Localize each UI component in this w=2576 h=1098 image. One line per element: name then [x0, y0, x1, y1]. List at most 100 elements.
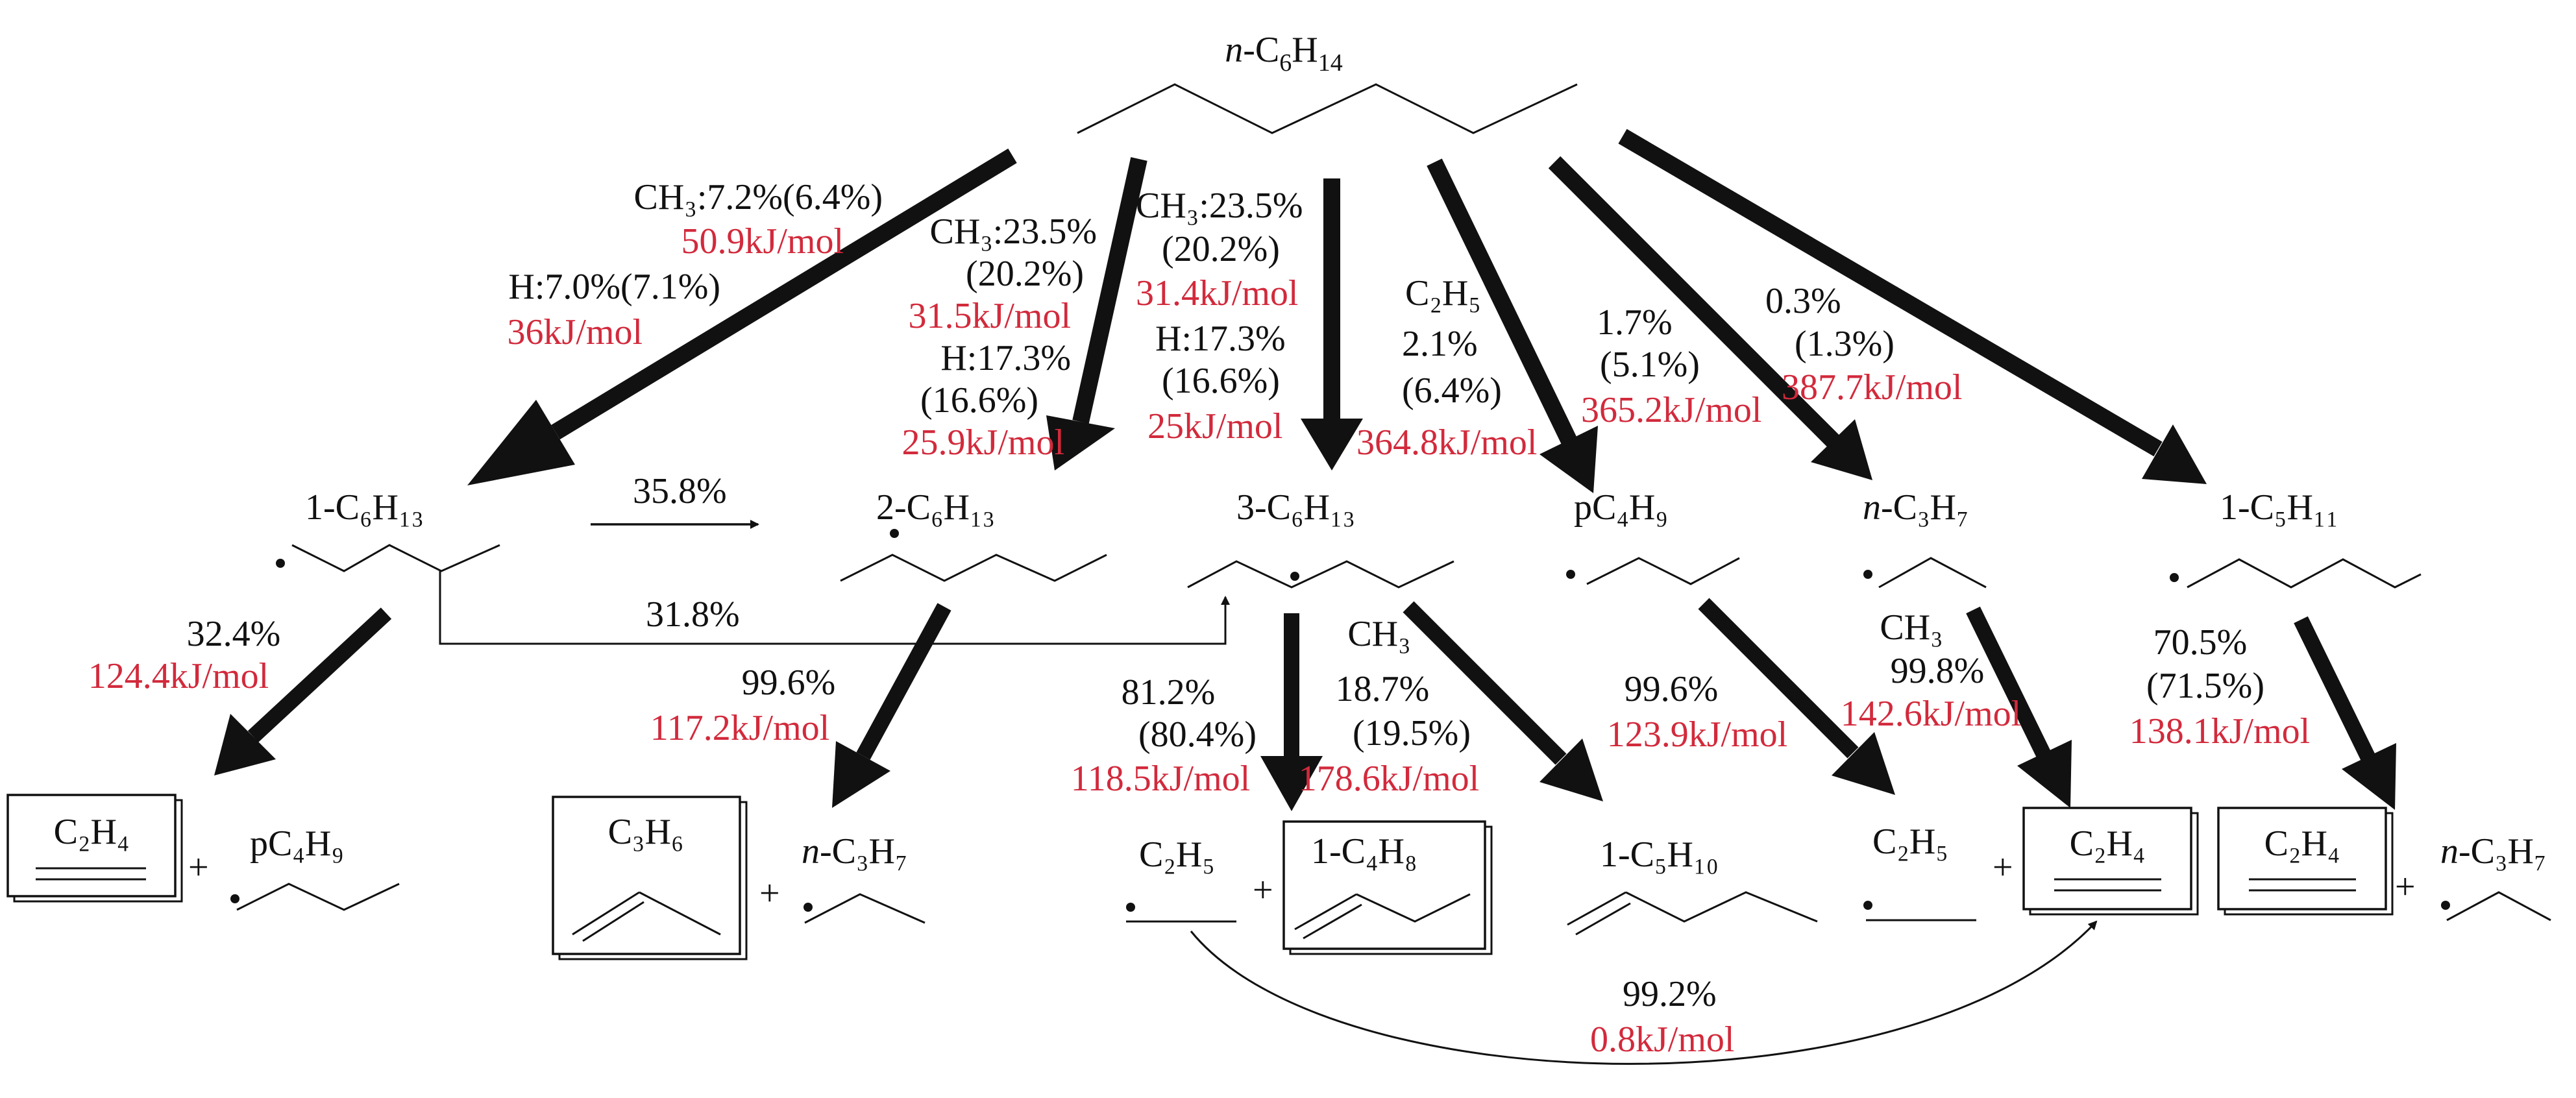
plus-sign: + [188, 848, 209, 888]
radical-3-hexyl: 3-C₆H₁₃ [1187, 487, 1454, 589]
radical-2-hexyl-label: 2-C₆H₁₃ [876, 487, 995, 528]
arrow-to-pentyl [1618, 128, 2163, 457]
radical-1-hexyl-label: 1-C₆H₁₃ [305, 487, 424, 528]
p1-h-percent: H:7.0%(7.1%) [508, 267, 720, 307]
p3-ch3-alt: (20.2%) [1162, 229, 1280, 269]
product-ethylene-b: C₂H₄ [2022, 807, 2199, 916]
arrowhead-2-hexyl [1046, 415, 1115, 470]
r3-labels: 81.2% (80.4%) 118.5kJ/mol [1071, 672, 1257, 799]
p4-alt: (6.4%) [1402, 371, 1502, 411]
r6-labels: CH₃ 99.8% 142.6kJ/mol [1841, 607, 2021, 734]
plus-sign: + [759, 873, 780, 914]
ethyl-b-label: C₂H₅ [1872, 822, 1948, 862]
r3-alt: (80.4%) [1138, 714, 1257, 755]
plus-sign: + [2395, 867, 2416, 907]
product-ethyl-b: C₂H₅ [1863, 822, 1976, 921]
p5-energy: 365.2kJ/mol [1581, 390, 1761, 430]
radical-pentyl-label: 1-C₅H₁₁ [2220, 487, 2338, 528]
r4-alt: (19.5%) [1353, 713, 1471, 753]
p6-energy: 387.7kJ/mol [1782, 367, 1962, 408]
p5-labels: 1.7% (5.1%) 365.2kJ/mol [1581, 302, 1761, 430]
p4-radical: C₂H₅ [1405, 273, 1481, 313]
p4-energy: 364.8kJ/mol [1356, 422, 1537, 463]
r5-labels: 99.6% 123.9kJ/mol [1607, 669, 1787, 755]
reactant-label: n-C6H14 [1225, 30, 1342, 77]
arrow-to-butyl [1427, 158, 1577, 445]
p5-percent: 1.7% [1597, 302, 1673, 343]
r4-labels: CH₃ 18.7% (19.5%) 178.6kJ/mol [1299, 614, 1479, 799]
arrow-to-1-hexyl [551, 148, 1017, 440]
radical-pentyl: 1-C₅H₁₁ [2170, 487, 2422, 589]
r4-percent: 18.7% [1336, 669, 1430, 709]
p2-ch3-alt: (20.2%) [966, 254, 1084, 294]
radical-3-hexyl-label: 3-C₆H₁₃ [1236, 487, 1355, 528]
r4-radical: CH₃ [1347, 614, 1410, 654]
arrow-to-propyl [1548, 156, 1840, 448]
product-ethyl-a: C₂H₅ [1126, 835, 1236, 923]
r7-percent: 70.5% [2153, 622, 2248, 663]
arrowhead-propyl [1811, 419, 1872, 480]
p3-h-alt: (16.6%) [1162, 361, 1280, 401]
p2-h-percent: H:17.3% [940, 338, 1071, 378]
product-ethylene-c: C₂H₄ [2217, 807, 2394, 916]
curve-percent: 99.2% [1623, 974, 1717, 1014]
r6-energy: 142.6kJ/mol [1841, 694, 2021, 734]
p2-h-energy: 25.9kJ/mol [902, 422, 1064, 463]
product-propyl-a: n-C₃H₇ [802, 831, 926, 924]
p2-h-alt: (16.6%) [920, 380, 1038, 421]
pentene-label: 1-C₅H₁₀ [1600, 835, 1719, 875]
product-propyl-b: n-C₃H₇ [2440, 831, 2551, 921]
propene-label: C₃H₆ [608, 812, 684, 852]
r5-percent: 99.6% [1625, 669, 1719, 709]
curve-energy: 0.8kJ/mol [1590, 1019, 1734, 1060]
secondary-arrows [214, 598, 2396, 811]
r5-energy: 123.9kJ/mol [1607, 714, 1787, 755]
p1-ch3-energy: 50.9kJ/mol [681, 221, 844, 262]
r7-alt: (71.5%) [2146, 666, 2264, 706]
radical-butyl: pC₄H₉ [1566, 487, 1740, 585]
r3-percent: 81.2% [1122, 672, 1216, 713]
iso-1-3-percent: 31.8% [646, 594, 740, 635]
r2-labels: 99.6% 117.2kJ/mol [650, 663, 836, 748]
propyl-a-label: n-C₃H₇ [802, 831, 908, 872]
p6-percent: 0.3% [1765, 281, 1841, 321]
plus-sign: + [1993, 848, 2013, 888]
p5-alt: (5.1%) [1600, 345, 1700, 385]
ethylene-b-label: C₂H₄ [2070, 824, 2146, 864]
arrowhead-1-hexyl [467, 400, 575, 485]
radical-propyl-label: n-C₃H₇ [1863, 487, 1969, 528]
r2-energy: 117.2kJ/mol [650, 708, 829, 748]
p3-h-percent: H:17.3% [1155, 319, 1286, 359]
isomerisation: 35.8% 31.8% [439, 471, 1230, 645]
p1-labels: CH₃:7.2%(6.4%) 50.9kJ/mol H:7.0%(7.1%) 3… [508, 177, 883, 352]
p2-ch3-percent: CH₃:23.5% [929, 212, 1097, 252]
product-butene: 1-C₄H₈ [1282, 820, 1493, 955]
r6-percent: 99.8% [1891, 651, 1985, 691]
arrowhead-3-hexyl [1301, 419, 1363, 470]
p1-h-energy: 36kJ/mol [508, 312, 643, 352]
ethyl-to-ethylene-curve: 99.2% 0.8kJ/mol [1190, 920, 2098, 1065]
p3-h-energy: 25kJ/mol [1147, 406, 1282, 446]
reactant-skeleton [1077, 83, 1578, 134]
propyl-b-label: n-C₃H₇ [2440, 831, 2547, 872]
ethylene-a-label: C₂H₄ [54, 812, 130, 852]
arrowhead-pentyl [2142, 424, 2207, 484]
butyl-a-label: pC₄H₉ [250, 824, 344, 864]
radical-propyl: n-C₃H₇ [1863, 487, 1987, 589]
r1-energy: 124.4kJ/mol [88, 656, 269, 696]
arrow-to-2-hexyl [1072, 157, 1147, 424]
r3-energy: 118.5kJ/mol [1071, 759, 1250, 799]
r2-percent: 99.6% [742, 663, 836, 703]
product-pentene: 1-C₅H₁₀ [1567, 835, 1818, 936]
r4-energy: 178.6kJ/mol [1299, 759, 1479, 799]
p6-labels: 0.3% (1.3%) 387.7kJ/mol [1765, 281, 1962, 408]
radical-butyl-label: pC₄H₉ [1574, 487, 1668, 528]
p2-labels: CH₃:23.5% (20.2%) 31.5kJ/mol H:17.3% (16… [902, 212, 1097, 463]
r7-energy: 138.1kJ/mol [2129, 711, 2310, 751]
radical-2-hexyl: 2-C₆H₁₃ [840, 487, 1107, 582]
product-propene: C₃H₆ [552, 796, 748, 960]
r1-percent: 32.4% [187, 614, 281, 654]
primary-arrows [467, 128, 2207, 493]
